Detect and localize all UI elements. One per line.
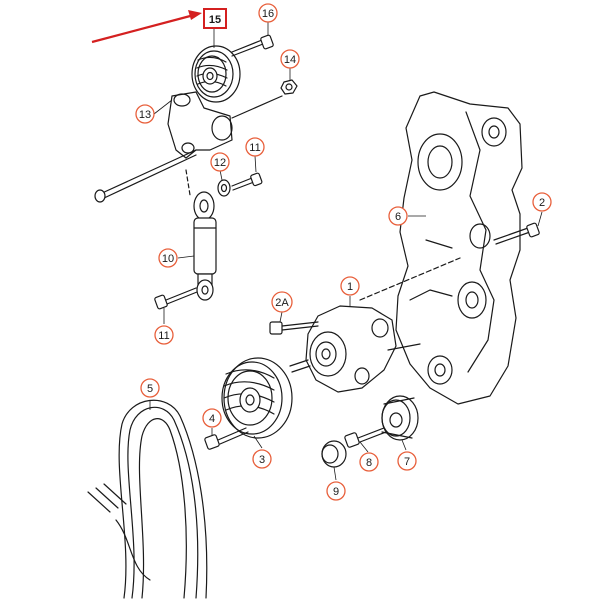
bracket-13-drawing: [94, 91, 283, 203]
leader-lines: [149, 22, 543, 481]
callout-15: 15: [203, 8, 227, 29]
mounting-bracket-6-drawing: [395, 91, 523, 405]
callout-label: 14: [284, 54, 296, 66]
callout-label: 6: [395, 211, 401, 223]
callout-2: 2: [532, 192, 552, 212]
callout-label: 2A: [275, 297, 289, 309]
callout-16: 16: [258, 3, 278, 23]
callout-1: 1: [340, 276, 360, 296]
callout-label: 11: [158, 330, 169, 342]
cap-9-drawing: [321, 440, 347, 468]
power-steering-pump-1-drawing: [289, 257, 461, 393]
highlight-box: [203, 8, 227, 29]
callout-label: 1: [347, 281, 353, 293]
callout-14: 14: [280, 49, 300, 69]
callout-label: 16: [262, 8, 274, 20]
pump-pulley-3-drawing: [221, 357, 293, 439]
callout-label: 5: [147, 383, 153, 395]
bolt-2a-drawing: [269, 321, 319, 335]
callout-label: 4: [209, 413, 215, 425]
callout-label: 9: [333, 486, 339, 498]
callout-label: 13: [139, 109, 151, 121]
callout-9: 9: [326, 481, 346, 501]
highlight-arrow: [91, 10, 202, 44]
idler-pulley-7-drawing: [381, 395, 419, 441]
callout-6: 6: [388, 206, 408, 226]
callout-label: 7: [404, 456, 410, 468]
callout-10: 10: [158, 248, 178, 268]
damper-10-drawing: [185, 169, 217, 301]
callout-label: 8: [366, 457, 372, 469]
nut-14-drawing: [280, 79, 298, 95]
callout-label: 10: [162, 253, 174, 265]
bolt-8-drawing: [344, 427, 387, 448]
callout-8: 8: [359, 452, 379, 472]
bolt-16-drawing: [231, 34, 274, 57]
ribbed-belt-5-drawing: [87, 399, 208, 599]
tensioner-pulley-drawing: [191, 45, 241, 103]
callout-label: 11: [249, 142, 260, 154]
callout-3: 3: [252, 449, 272, 469]
bolt-11-upper-drawing: [231, 172, 263, 191]
callout-12: 12: [210, 152, 230, 172]
washer-12-drawing: [217, 179, 231, 197]
callout-label: 12: [214, 157, 226, 169]
callout-label: 15: [209, 14, 221, 26]
callout-11-upper: 11: [245, 137, 265, 157]
callout-2a: 2A: [271, 291, 293, 313]
bolt-4-drawing: [204, 427, 249, 450]
callout-11-lower: 11: [154, 325, 174, 345]
callout-7: 7: [397, 451, 417, 471]
bolt-2-drawing: [493, 222, 540, 245]
callout-13: 13: [135, 104, 155, 124]
callout-4: 4: [202, 408, 222, 428]
callout-5: 5: [140, 378, 160, 398]
callout-label: 2: [539, 197, 545, 209]
callout-label: 3: [259, 454, 265, 466]
bolt-11-lower-drawing: [154, 287, 198, 310]
